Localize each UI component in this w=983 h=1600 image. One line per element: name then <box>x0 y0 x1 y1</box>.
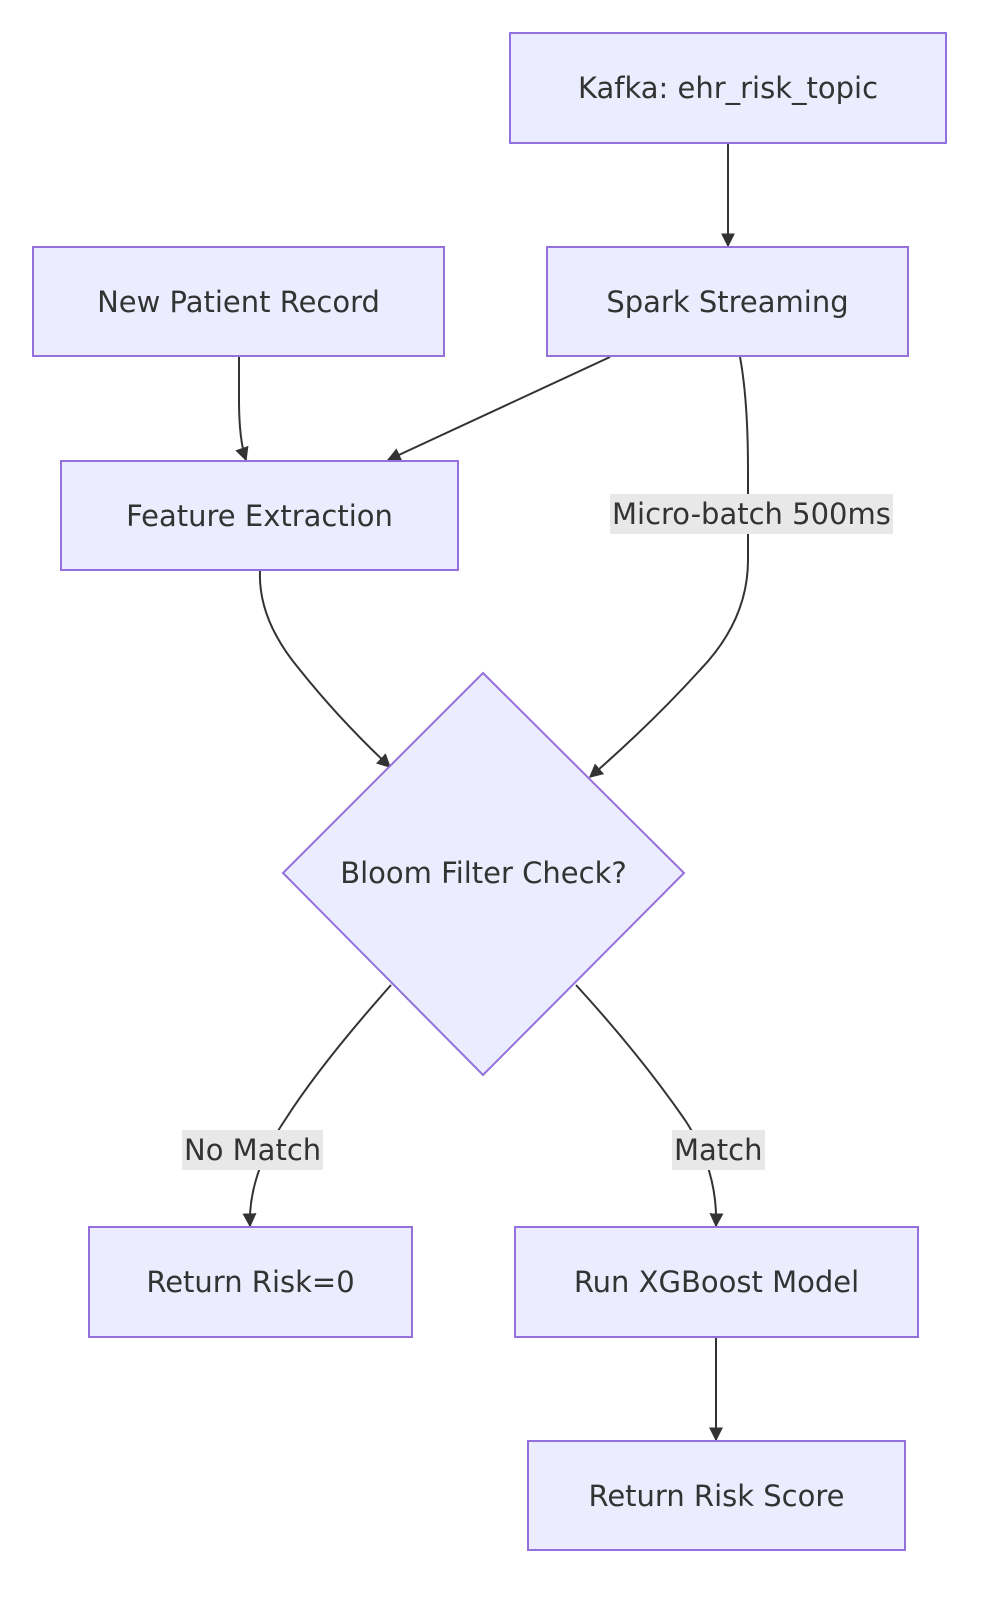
edge-label-no-match: No Match <box>182 1130 324 1170</box>
node-feature-extraction-label: Feature Extraction <box>126 498 393 533</box>
node-spark-streaming-label: Spark Streaming <box>606 284 849 319</box>
node-new-patient-record-label: New Patient Record <box>97 284 380 319</box>
node-return-risk-zero-label: Return Risk=0 <box>146 1265 355 1299</box>
bloom-filter-diamond-shape <box>281 671 686 1077</box>
edge-spark-to-bloom-filter <box>588 356 749 778</box>
edge-bloom-filter-to-return-risk-zero <box>242 984 392 1228</box>
edge-spark-to-feature-extraction <box>386 356 611 462</box>
node-kafka-topic-label: Kafka: ehr_risk_topic <box>577 71 879 105</box>
node-feature-extraction: Feature Extraction <box>60 460 459 571</box>
node-new-patient-record: New Patient Record <box>32 246 445 357</box>
node-run-xgboost-model: Run XGBoost Model <box>514 1226 919 1338</box>
node-run-xgboost-model-label: Run XGBoost Model <box>573 1265 860 1299</box>
node-return-risk-score: Return Risk Score <box>527 1440 906 1551</box>
edge-feature-extraction-to-bloom-filter <box>258 570 392 768</box>
edge-label-micro-batch: Micro-batch 500ms <box>610 494 893 534</box>
node-return-risk-zero: Return Risk=0 <box>88 1226 413 1338</box>
edge-bloom-filter-to-run-xgboost <box>575 984 724 1228</box>
node-spark-streaming: Spark Streaming <box>546 246 909 357</box>
edge-new-patient-to-feature-extraction <box>235 357 249 462</box>
edge-label-match: Match <box>672 1130 765 1170</box>
node-bloom-filter-label: Bloom Filter Check? <box>340 856 627 890</box>
node-kafka-topic: Kafka: ehr_risk_topic <box>509 32 947 144</box>
node-return-risk-score-label: Return Risk Score <box>588 1478 845 1513</box>
